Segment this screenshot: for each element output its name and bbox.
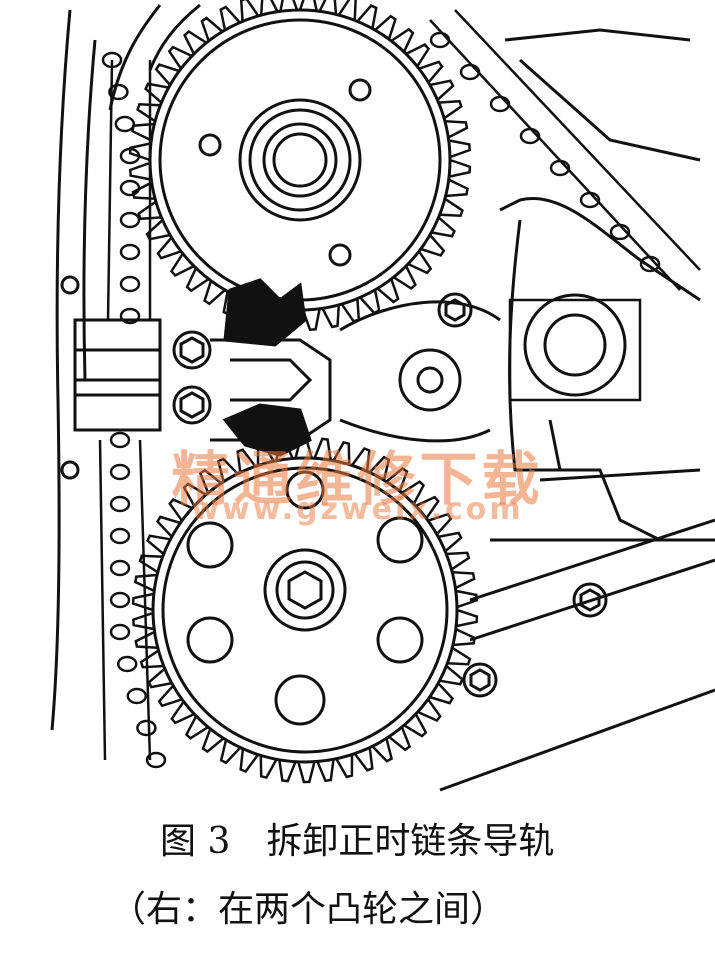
chain-link (119, 179, 141, 197)
chain-rails (98, 9, 701, 761)
chain-link (639, 255, 661, 273)
chain-link (108, 83, 129, 101)
chain-link (116, 655, 138, 673)
chain-link (459, 63, 481, 81)
chain-link (119, 243, 141, 261)
upper-cam-gear (128, 0, 472, 332)
chain-link (126, 687, 148, 705)
gear-teeth (128, 0, 472, 332)
chain-link (609, 223, 631, 241)
timing-chain-right (429, 31, 661, 273)
watermark-text: 精通维修下载 (171, 445, 544, 513)
chain-link (109, 463, 131, 481)
chain-link (109, 431, 131, 449)
chain-link (119, 275, 141, 293)
chain-link (549, 159, 571, 177)
chain-link (489, 95, 511, 113)
engine-timing-diagram (50, 0, 715, 792)
chain-link (579, 191, 601, 209)
chain-link (109, 591, 131, 609)
chain-link (109, 559, 131, 577)
figure-caption: 图 3 拆卸正时链条导轨 (160, 821, 555, 862)
chain-link (109, 495, 131, 513)
chain-link (429, 31, 451, 49)
gear-teeth (131, 436, 479, 784)
intermediate-gear (339, 293, 642, 443)
chain-link (145, 751, 167, 769)
watermark-url: www.gzweix.com (191, 492, 524, 527)
tool-wedges (222, 278, 312, 457)
lower-cam-gear (131, 436, 479, 784)
chain-link (109, 527, 131, 545)
housing-contours (50, 3, 715, 792)
guide-bolts (60, 275, 608, 698)
chain-link (114, 115, 136, 133)
timing-chain (98, 9, 701, 769)
figure-subcaption: （右：在两个凸轮之间） (110, 889, 507, 930)
chain-link (119, 211, 141, 229)
chain-link (109, 623, 131, 641)
chain-link (519, 127, 541, 145)
chain-link (136, 719, 157, 737)
chain-link (119, 307, 141, 325)
